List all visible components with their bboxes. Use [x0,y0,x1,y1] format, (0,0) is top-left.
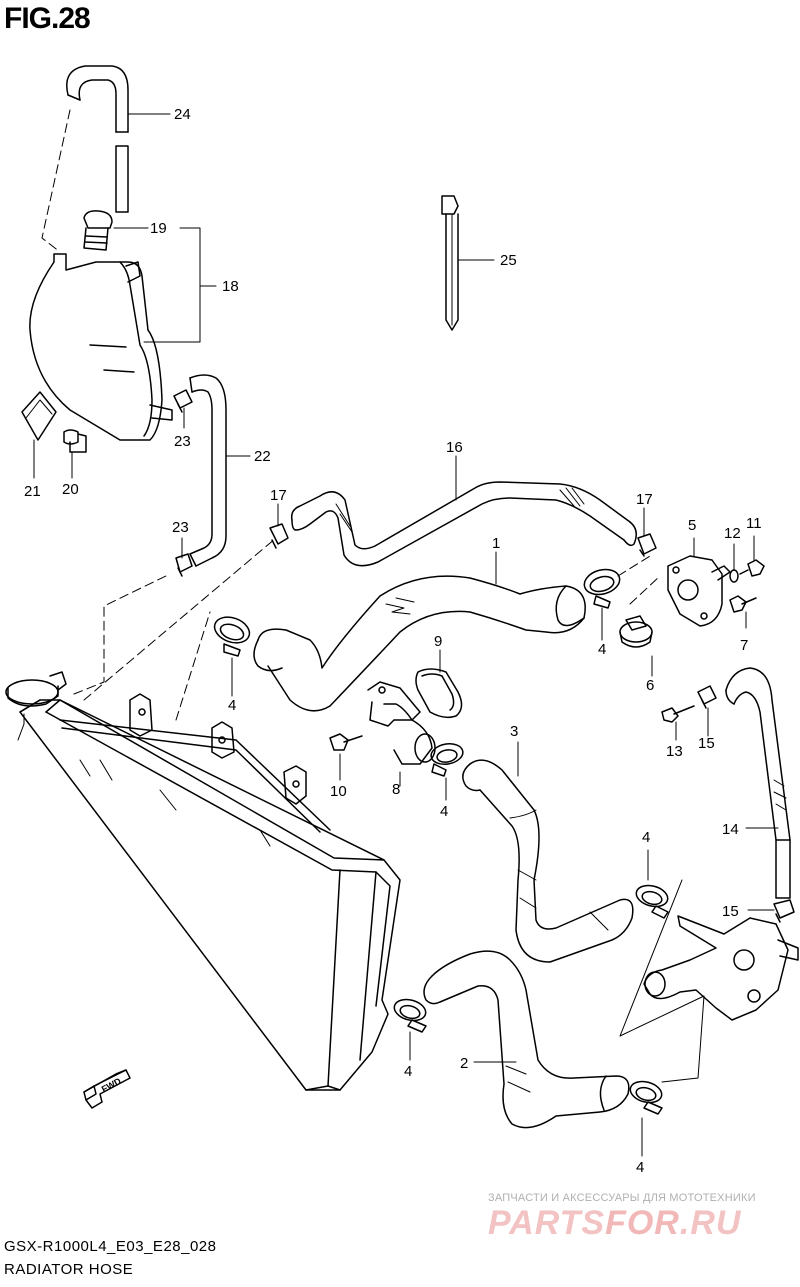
hose-clamp-4d [635,884,669,919]
callout-4b: 4 [598,641,606,658]
callout-17a: 17 [270,487,287,504]
hose-clamp-4c [430,743,464,777]
callout-3: 3 [510,723,518,740]
leader-lines [73,537,661,721]
bolt-13 [661,705,695,723]
callout-5: 5 [688,517,696,534]
callout-2: 2 [460,1055,468,1072]
figure-name: RADIATOR HOSE [4,1261,134,1278]
cable-tie-25 [441,195,459,331]
hose-clip-17b [637,533,657,557]
reservoir-cap-19 [83,210,113,251]
callout-16: 16 [446,439,463,456]
washer-12 [729,569,739,583]
watermark-logo-part2: FOR [605,1204,680,1242]
watermark-logo-part1: PARTS [488,1204,606,1242]
callout-4f: 4 [636,1159,644,1176]
callout-11: 11 [746,515,762,532]
callout-10: 10 [330,783,347,800]
fwd-arrow [83,1069,131,1109]
callout-17b: 17 [636,491,653,508]
callout-9: 9 [434,633,442,650]
bolt-7 [729,595,757,613]
hose-clamp-4f [629,1080,663,1115]
reservoir-hose-22 [189,374,227,567]
hose-clip-23b [175,553,193,577]
callout-4e: 4 [404,1063,412,1080]
callout-13: 13 [666,743,683,760]
figure-title: FIG.28 [4,2,91,35]
callout-numbers: 24 19 18 25 23 22 16 21 20 17 17 23 1 5 … [24,106,762,1176]
watermark-tagline: ЗАПЧАСТИ И АКСЕССУАРЫ ДЛЯ МОТОТЕХНИКИ [488,1192,756,1204]
radiator-hose-1 [253,575,586,712]
callout-25: 25 [500,252,517,269]
callout-leaders [33,113,779,1157]
hose-clip-17a [269,523,289,549]
model-code: GSX-R1000L4_E03_E28_028 [4,1238,217,1255]
callout-4d: 4 [642,829,650,846]
callout-15a: 15 [698,735,715,752]
bolt-20 [63,429,87,453]
watermark-logo: PARTSFOR.RU [488,1204,741,1243]
water-pump [643,915,799,1021]
bolt-11 [739,559,765,577]
callout-15b: 15 [722,903,739,920]
bypass-hose-16 [290,481,637,567]
bolt-10 [329,733,363,751]
water-outlet-8 [367,681,436,765]
hose-clip-15b [773,899,795,923]
label-sheet-21 [21,391,57,441]
callout-20: 20 [62,481,79,498]
overflow-hose-24 [41,65,129,253]
radiator-hose-3 [462,759,634,963]
hose-clip-15a [697,685,717,709]
callout-14: 14 [722,821,739,838]
hose-clamp-4e [393,998,427,1033]
o-ring-9 [415,668,463,719]
thermostat-cover-5 [667,555,731,627]
callout-23a: 23 [174,433,191,450]
reservoir-tank-18 [29,253,173,441]
radiator [17,693,401,1091]
callout-8: 8 [392,781,400,798]
callout-21: 21 [24,483,41,500]
callout-1: 1 [492,535,500,552]
callout-22: 22 [254,448,271,465]
radiator-cap [5,671,67,707]
hose-clamp-4a [213,616,251,657]
water-hose-14 [725,667,791,899]
callout-18: 18 [222,278,239,295]
callout-7: 7 [740,637,748,654]
callout-23b: 23 [172,519,189,536]
callout-12: 12 [724,525,741,542]
callout-6: 6 [646,677,654,694]
watermark-logo-part3: .RU [679,1204,742,1242]
callout-24: 24 [174,106,191,123]
callout-19: 19 [150,220,167,237]
callout-4a: 4 [228,697,236,714]
callout-4c: 4 [440,803,448,820]
hose-clamp-4b [583,568,621,609]
hose-clip-23a [173,389,193,413]
radiator-hose-2 [423,950,630,1129]
thermostat-6 [619,615,653,648]
